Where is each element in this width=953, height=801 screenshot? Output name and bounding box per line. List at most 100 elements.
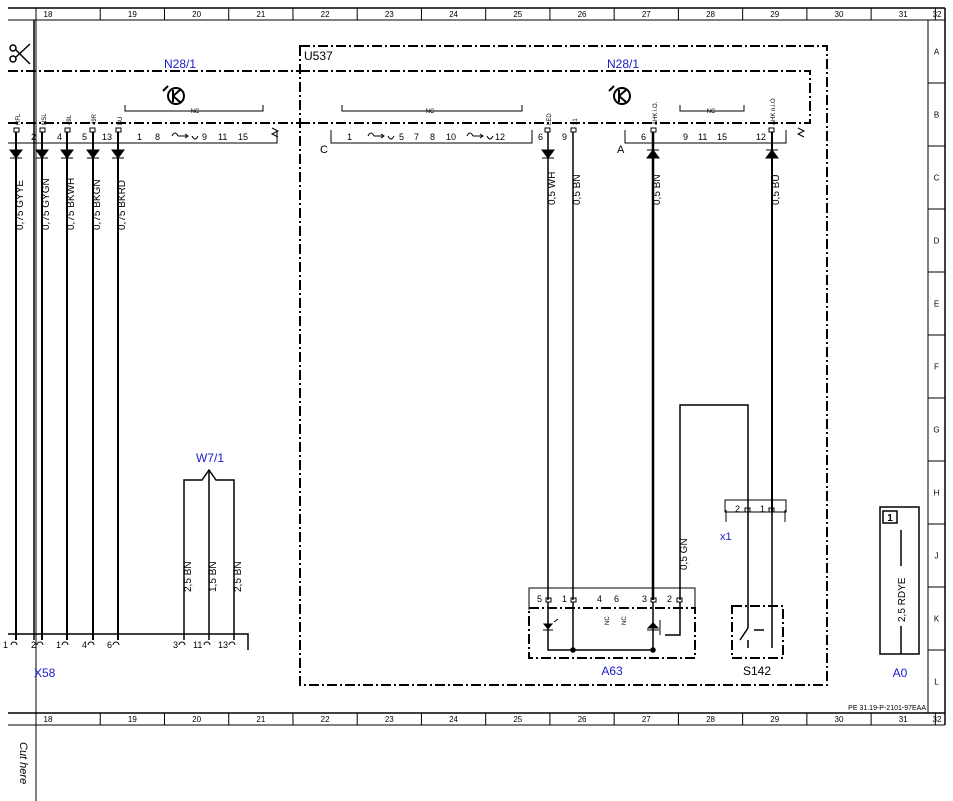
left-pin-number: 13: [102, 132, 112, 142]
a63-pin: 5: [537, 594, 542, 604]
column-grid-ticks: [35, 8, 936, 725]
connector-c-pin: 5: [399, 132, 404, 142]
x58-pin: 2: [31, 640, 36, 650]
w7-wire-label-3: 2,5 BN: [233, 561, 244, 592]
cut-here-label: Cut here: [17, 742, 29, 784]
left-wire-label-3: 0,75 BKWH: [66, 178, 77, 230]
left-wire-label-1: 0,75 GYYE: [15, 180, 26, 230]
w7-wires: [183, 468, 235, 640]
info-icon: 1: [882, 510, 898, 524]
column-label: 29: [770, 10, 779, 19]
x58-label: X58: [34, 666, 56, 680]
transistor-icon: [162, 85, 185, 105]
left-pin-number: 1: [137, 132, 142, 142]
connector-a-label: A: [617, 144, 625, 156]
row-label: D: [934, 237, 940, 246]
right-wire-label-wh: 0,5 WH: [547, 172, 558, 205]
row-label: J: [935, 552, 939, 561]
left-wire-label-5: 0,75 BKRD: [117, 180, 128, 230]
row-label: H: [934, 489, 940, 498]
column-label: 27: [642, 715, 651, 724]
column-label: 24: [449, 715, 458, 724]
drawing-reference: PE 31.19-P-2101-97EAA: [848, 705, 926, 712]
connector-a-pin: 12: [756, 132, 766, 142]
left-pin-label-4: 49R: [92, 113, 98, 125]
drawing-frame: [8, 7, 946, 801]
nc-label-3: NC: [707, 109, 716, 115]
connector-c-pin: 8: [430, 132, 435, 142]
row-grid-ticks: [928, 82, 945, 651]
a63-nc-label: NC: [605, 616, 611, 625]
led-icon: [542, 618, 559, 631]
right-wire-label-bn2: 0,5 BN: [652, 174, 663, 205]
left-wire-label-4: 0,75 BKGN: [92, 179, 103, 230]
wire-arrows: [9, 149, 125, 159]
column-label: 27: [642, 10, 651, 19]
a0-label: A0: [893, 666, 908, 680]
transistor-switch-icon: [646, 620, 661, 635]
x1-label: x1: [720, 531, 732, 543]
a63-pin: 2: [667, 594, 672, 604]
a0-wire-label: 2,5 RDYE: [897, 577, 908, 622]
column-grid-labels: 1818191920202121222223232424252526262727…: [44, 10, 942, 724]
right-wire-label-gn: 0,5 GN: [679, 538, 690, 570]
ahk-nio-pin-label: AHK n.i.O: [771, 98, 777, 125]
left-wire-label-2: 0,75 GYGN: [41, 178, 52, 230]
column-label: 19: [128, 715, 137, 724]
column-label: 23: [385, 715, 394, 724]
column-label: 30: [835, 10, 844, 19]
x1-connector: [724, 499, 787, 522]
x58-pin: 1: [56, 640, 61, 650]
row-label: A: [934, 48, 940, 57]
column-label: 28: [706, 715, 715, 724]
left-pin-number: 5: [82, 132, 87, 142]
column-label: 18: [44, 715, 53, 724]
a63-nc-label: NC: [622, 616, 628, 625]
column-label: 21: [256, 10, 265, 19]
column-label: 28: [706, 10, 715, 19]
column-label: 20: [192, 10, 201, 19]
switch-icon: [739, 620, 773, 648]
n28-left-label: N28/1: [164, 57, 196, 71]
led-pin-label: LED: [547, 113, 553, 125]
s142-label: S142: [743, 664, 771, 678]
left-pin-number: 15: [238, 132, 248, 142]
row-label: E: [934, 300, 939, 309]
bridge-symbols: [171, 132, 494, 140]
nc-label-1: NC: [191, 109, 200, 115]
a63-pin: 6: [614, 594, 619, 604]
connector-a-pin: 6: [641, 132, 646, 142]
u537-label: U537: [304, 49, 333, 63]
x58-pin: 1: [3, 640, 8, 650]
ground-pin-label: 31: [573, 118, 579, 125]
a63-pin: 1: [562, 594, 567, 604]
row-label: L: [934, 678, 939, 687]
x1-pin: 2: [735, 504, 740, 514]
connector-c-pin: 1: [347, 132, 352, 142]
column-label: 24: [449, 10, 458, 19]
column-label: 18: [44, 10, 53, 19]
nc-label-2: NC: [426, 109, 435, 115]
module-outlines: [8, 45, 828, 686]
connector-c-pin: 10: [446, 132, 456, 142]
row-label: K: [934, 615, 940, 624]
left-wires: [15, 20, 119, 640]
x58-pin: 4: [82, 640, 87, 650]
transistor-icon: [608, 85, 631, 105]
left-pin-number: 9: [202, 132, 207, 142]
left-pin-number: 8: [155, 132, 160, 142]
right-wire-label-bu: 0,5 BU: [771, 174, 782, 205]
column-label: 25: [513, 10, 522, 19]
scissors-icon: [9, 43, 31, 65]
column-label: 30: [835, 715, 844, 724]
connector-c-pin: 12: [495, 132, 505, 142]
x58-pin: 3: [173, 640, 178, 650]
x58-pin-arcs: [10, 641, 236, 646]
left-pin-label-1: RFL: [16, 113, 22, 125]
row-label: B: [934, 111, 939, 120]
column-label: 31: [899, 715, 908, 724]
left-pin-label-5: BU: [118, 117, 124, 125]
connector-c-pin: 9: [562, 132, 567, 142]
